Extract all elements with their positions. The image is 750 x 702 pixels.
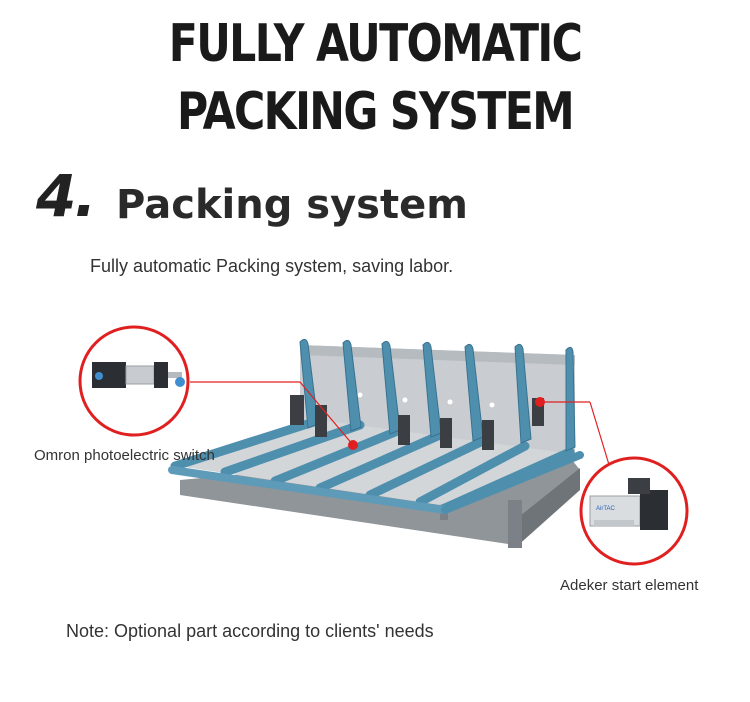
packing-system-illustration: AirTAC: [78, 325, 689, 566]
main-title-line2: PACKING SYSTEM: [176, 82, 575, 142]
section-number: 4.: [36, 162, 96, 230]
right-callout: AirTAC: [535, 397, 689, 566]
solenoid-valve-icon: AirTAC: [589, 478, 668, 530]
section-subtitle: Fully automatic Packing system, saving l…: [90, 256, 454, 276]
left-callout: [78, 325, 358, 450]
cylinder-photo-icon: [92, 362, 185, 388]
optional-part-note: Note: Optional part according to clients…: [66, 621, 434, 641]
main-title-line1: FULLY AUTOMATIC: [168, 14, 583, 74]
section-title: Packing system: [116, 182, 468, 228]
pneumatic-cylinders: [290, 395, 544, 450]
right-callout-label: Adeker start element: [560, 577, 699, 594]
left-callout-label: Omron photoelectric switch: [34, 447, 215, 464]
valve-brand-text: AirTAC: [596, 506, 616, 512]
front-rail: [168, 451, 584, 514]
